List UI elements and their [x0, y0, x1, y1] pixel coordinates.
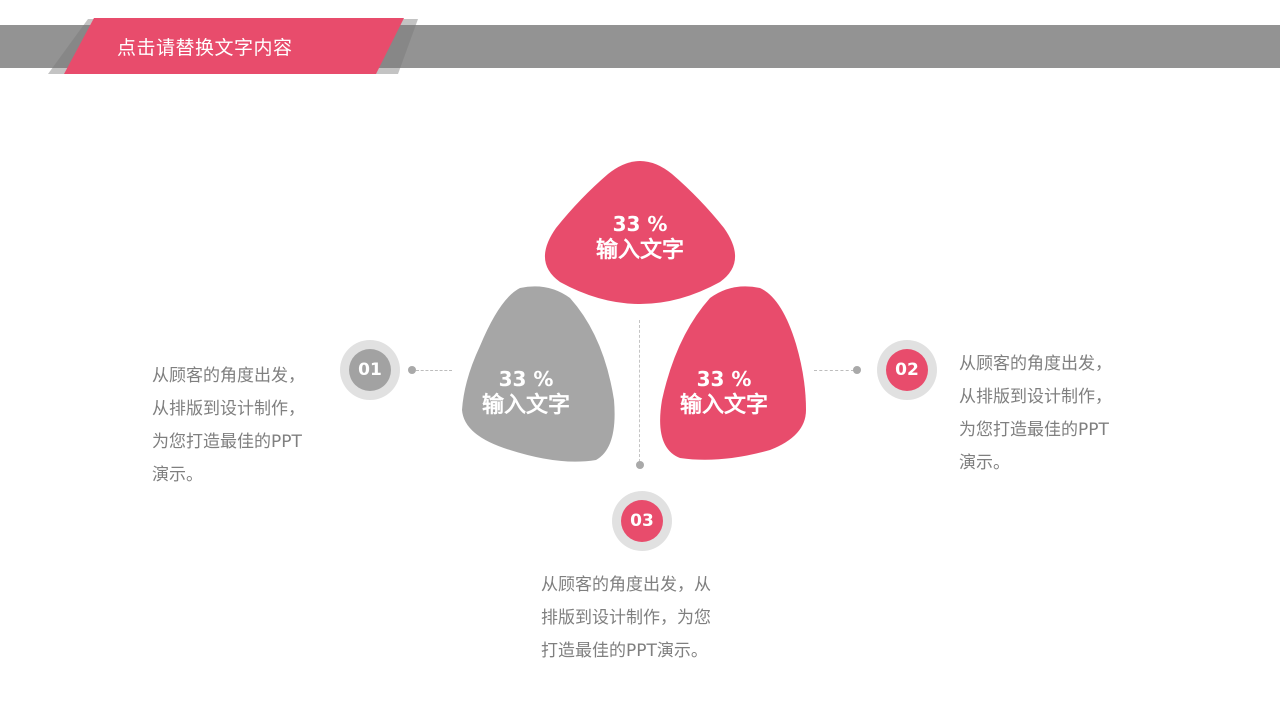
description-right-line: 为您打造最佳的PPT	[959, 420, 1109, 440]
connector-01-dot	[408, 366, 416, 374]
petal-right: 33 % 输入文字	[664, 366, 784, 420]
header-tab	[64, 18, 404, 74]
connector-01	[416, 370, 452, 371]
petal-right-shape	[660, 286, 806, 460]
description-bottom: 从顾客的角度出发，从 排版到设计制作，为您 打造最佳的PPT演示。	[541, 569, 711, 668]
description-left-line: 从顾客的角度出发，	[152, 366, 305, 386]
connector-02-dot	[853, 366, 861, 374]
divider-dot-bottom	[636, 461, 644, 469]
description-left-line: 从排版到设计制作，	[152, 399, 305, 419]
petal-top-shape	[544, 161, 736, 304]
connector-02	[814, 370, 854, 371]
marker-03: 03	[612, 491, 672, 551]
petal-left-percent: 33 %	[498, 367, 554, 391]
description-bottom-line: 从顾客的角度出发，从	[541, 575, 711, 595]
description-left: 从顾客的角度出发， 从排版到设计制作， 为您打造最佳的PPT 演示。	[152, 360, 305, 492]
page-title: 点击请替换文字内容	[117, 37, 293, 59]
description-right-line: 从排版到设计制作，	[959, 387, 1112, 407]
description-left-line: 演示。	[152, 465, 203, 485]
petal-top: 33 % 输入文字	[580, 211, 700, 265]
petal-left: 33 % 输入文字	[466, 366, 586, 420]
petal-left-shape	[462, 286, 615, 462]
description-left-line: 为您打造最佳的PPT	[152, 432, 302, 452]
petal-top-percent: 33 %	[612, 212, 668, 236]
marker-03-number: 03	[621, 500, 663, 542]
petal-right-label: 输入文字	[679, 393, 768, 418]
petal-right-percent: 33 %	[696, 367, 752, 391]
marker-02: 02	[877, 340, 937, 400]
petal-left-label: 输入文字	[481, 393, 570, 418]
description-right-line: 演示。	[959, 453, 1010, 473]
marker-02-number: 02	[886, 349, 928, 391]
marker-01-number: 01	[349, 349, 391, 391]
description-right: 从顾客的角度出发， 从排版到设计制作， 为您打造最佳的PPT 演示。	[959, 348, 1112, 480]
marker-01: 01	[340, 340, 400, 400]
petal-top-label: 输入文字	[595, 238, 684, 263]
center-divider	[639, 320, 640, 462]
description-bottom-line: 排版到设计制作，为您	[541, 608, 711, 628]
description-right-line: 从顾客的角度出发，	[959, 354, 1112, 374]
description-bottom-line: 打造最佳的PPT演示。	[541, 641, 708, 661]
